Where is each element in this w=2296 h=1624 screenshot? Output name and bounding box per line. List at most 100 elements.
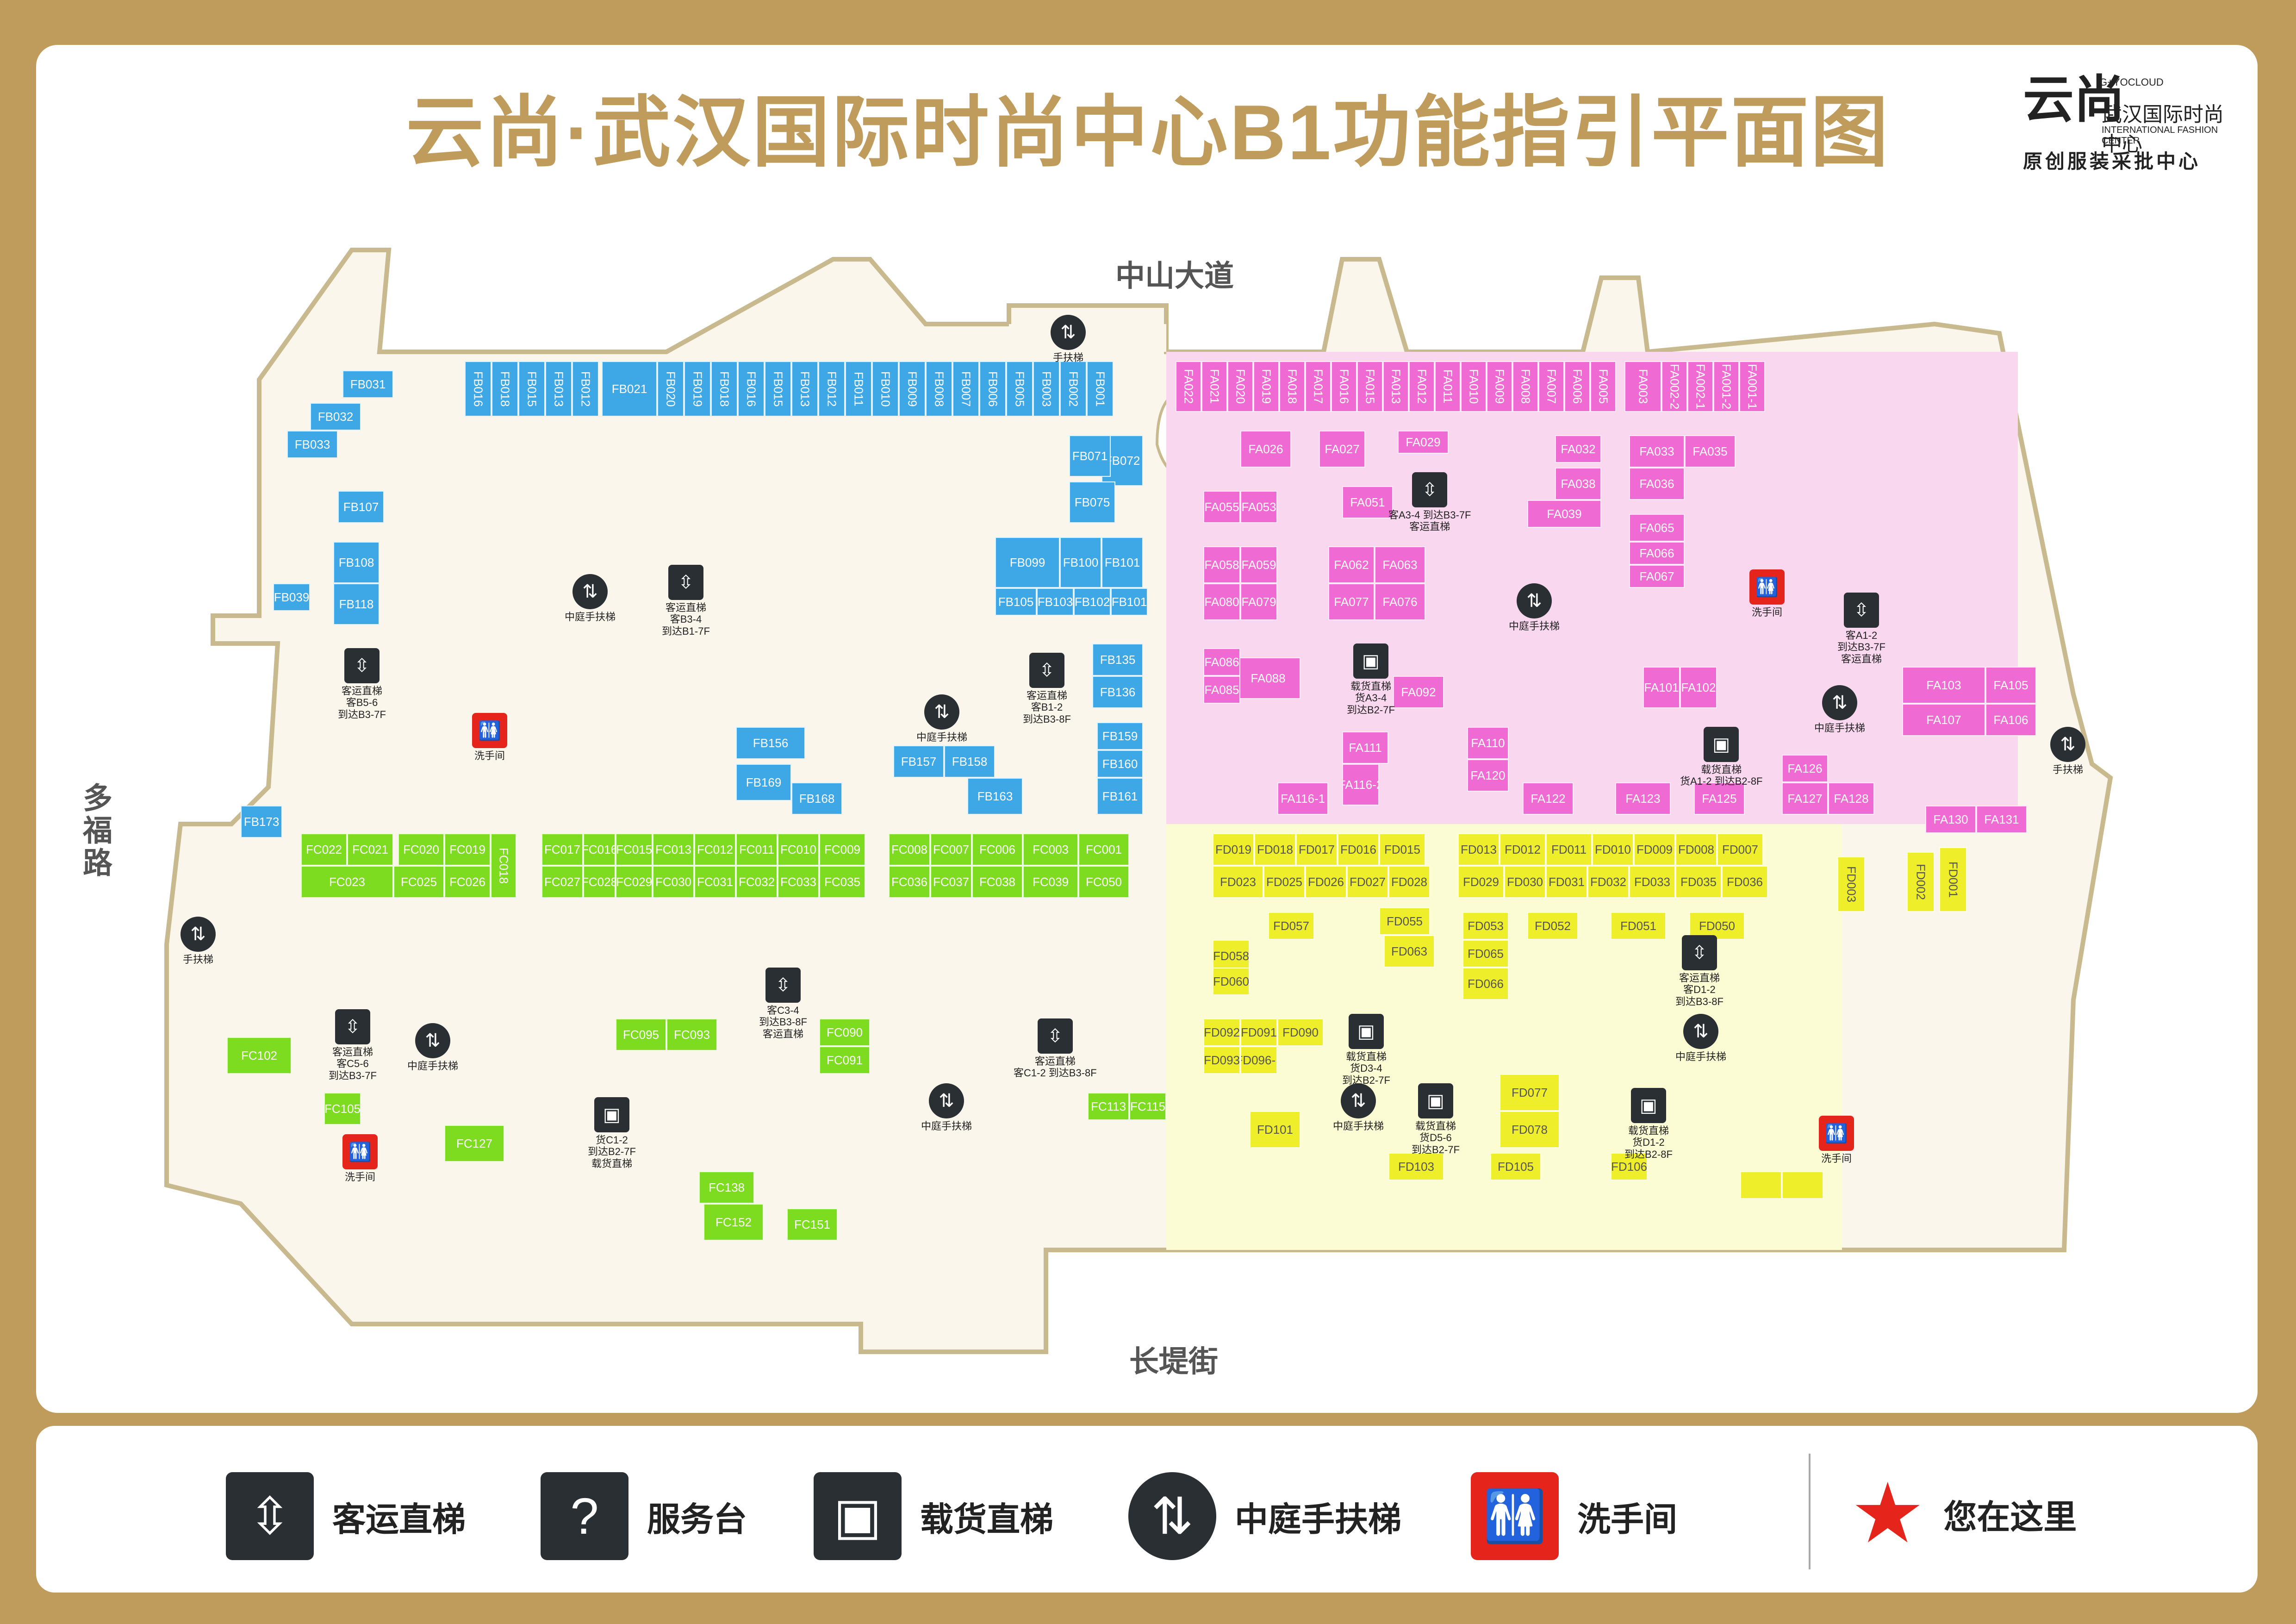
shop-fb010[interactable]: FB010 xyxy=(872,361,899,417)
shop-fb157[interactable]: FB158 xyxy=(944,745,995,778)
shop-fa003[interactable]: FA003 xyxy=(1624,361,1661,412)
shop-fd063[interactable]: FD063 xyxy=(1384,935,1435,968)
shop-fc021[interactable]: FC022 xyxy=(301,833,347,866)
shop-fb008[interactable]: FB008 xyxy=(926,361,952,417)
shop-fa035[interactable]: FA035 xyxy=(1685,435,1736,468)
shop-fc039[interactable]: FC039 xyxy=(1023,866,1078,898)
shop-fa101[interactable]: FA102 xyxy=(1680,667,1717,708)
shop-fb013[interactable]: FB012 xyxy=(572,361,599,417)
shop-fb162[interactable]: FB163 xyxy=(967,778,1023,815)
shop-fa086[interactable]: FA088 xyxy=(1236,657,1300,699)
shop-fa037[interactable]: FA038 xyxy=(1555,468,1601,500)
atrium-escalator-2[interactable]: ⇅ 中庭手扶梯 xyxy=(916,694,967,743)
shop-fb007[interactable]: FB007 xyxy=(952,361,979,417)
shop-fc006[interactable]: FC007 xyxy=(930,833,972,866)
shop-fb003[interactable]: FB003 xyxy=(1033,361,1060,417)
shop-fc095[interactable]: FC095 xyxy=(616,1018,666,1051)
shop-fa006[interactable]: FA006 xyxy=(1564,361,1590,412)
shop-fb009[interactable]: FB009 xyxy=(899,361,926,417)
shop-fb167[interactable]: FB168 xyxy=(791,782,842,815)
shop-fb015[interactable]: FB013 xyxy=(545,361,572,417)
shop-fd078[interactable]: FD092 xyxy=(1203,1018,1240,1046)
shop-fa010[interactable]: FA010 xyxy=(1461,361,1487,412)
shop-fc125[interactable]: FC127 xyxy=(444,1125,504,1162)
toilet-fd[interactable]: 🚻 洗手间 xyxy=(1819,1116,1854,1164)
shop-fc017[interactable]: FC018 xyxy=(491,833,516,898)
shop-fa132[interactable]: FA131 xyxy=(1976,806,2027,833)
shop-fd100[interactable]: FD103 xyxy=(1388,1153,1444,1181)
shop-fb038[interactable]: FB039 xyxy=(273,583,310,611)
escalator-east[interactable]: ⇅ 手扶梯 xyxy=(2050,727,2085,775)
shop-fc032[interactable]: FC032 xyxy=(736,866,778,898)
shop-fd033[interactable]: FD033 xyxy=(1629,866,1675,898)
shop-fa100[interactable]: FA101 xyxy=(1643,667,1680,708)
shop-fa058[interactable]: FA058 xyxy=(1203,546,1240,583)
shop-fc026[interactable]: FC026 xyxy=(444,866,491,898)
shop-fb153[interactable]: FB156 xyxy=(736,727,805,759)
shop-fd052[interactable]: FD052 xyxy=(1527,912,1578,940)
shop-fc003[interactable]: FC003 xyxy=(1023,833,1078,866)
shop-fc028[interactable]: FC028 xyxy=(583,866,616,898)
atrium-escalator-4[interactable]: ⇅ 中庭手扶梯 xyxy=(1814,685,1865,734)
shop-fb089[interactable]: FB107 xyxy=(338,491,384,523)
shop-fd072-5[interactable]: FD077 xyxy=(1500,1074,1560,1111)
shop-fb019[interactable]: FB016 xyxy=(465,361,492,417)
shop-fb118[interactable]: FB118 xyxy=(333,583,380,625)
shop-fb103[interactable]: FB102 xyxy=(1074,588,1111,616)
shop-fa106[interactable]: FA107 xyxy=(1902,704,1985,736)
shop-fd036[interactable]: FD036 xyxy=(1722,866,1768,898)
shop-fa036[interactable]: FA036 xyxy=(1629,468,1685,500)
shop-fd106[interactable] xyxy=(1782,1171,1823,1199)
shop-fb012[interactable]: FB012 xyxy=(818,361,845,417)
shop-fa053[interactable]: FA053 xyxy=(1240,491,1277,523)
shop-fd060[interactable]: FD060 xyxy=(1213,968,1250,995)
shop-fc005[interactable]: FC006 xyxy=(972,833,1023,866)
shop-fa009[interactable]: FA009 xyxy=(1487,361,1512,412)
shop-fa026[interactable]: FA026 xyxy=(1240,431,1291,468)
shop-fa125[interactable]: FA123 xyxy=(1615,782,1671,815)
shop-fd027[interactable]: FD027 xyxy=(1347,866,1388,898)
shop-fb015b[interactable]: FB015 xyxy=(765,361,791,417)
shop-fd053[interactable]: FD053 xyxy=(1462,912,1509,940)
shop-fa013[interactable]: FA013 xyxy=(1383,361,1409,412)
shop-fb100[interactable]: FB100 xyxy=(1060,537,1101,588)
shop-fa005[interactable]: FA005 xyxy=(1590,361,1616,412)
shop-fa029[interactable]: FA029 xyxy=(1398,431,1449,454)
shop-fb105[interactable]: FB103 xyxy=(1037,588,1074,616)
shop-fc016[interactable]: FC017 xyxy=(541,833,583,866)
atrium-escalator-5[interactable]: ⇅ 中庭手扶梯 xyxy=(407,1023,458,1072)
shop-fd001[interactable]: FD001 xyxy=(1939,847,1967,912)
shop-fb132[interactable]: FB135 xyxy=(1092,643,1143,676)
shop-fa007[interactable]: FA007 xyxy=(1538,361,1564,412)
shop-fb075[interactable]: FB075 xyxy=(1069,481,1115,523)
shop-fa038[interactable]: FA039 xyxy=(1527,500,1601,528)
shop-fc025[interactable]: FC025 xyxy=(393,866,444,898)
shop-fa012[interactable]: FA012 xyxy=(1409,361,1435,412)
shop-fb099[interactable]: FB099 xyxy=(995,537,1060,588)
shop-fd016[interactable]: FD016 xyxy=(1338,833,1379,866)
shop-fd003[interactable]: FD003 xyxy=(1837,856,1865,912)
shop-fa118[interactable]: FA116-2 xyxy=(1342,764,1379,806)
shop-fd015[interactable]: FD015 xyxy=(1379,833,1425,866)
shop-fa022[interactable]: FA022 xyxy=(1176,361,1201,412)
shop-fd030[interactable]: FD030 xyxy=(1504,866,1546,898)
shop-fa076[interactable]: FA077 xyxy=(1328,583,1375,620)
shop-fa102[interactable]: FA103 xyxy=(1902,667,1985,704)
shop-fa103[interactable]: FA105 xyxy=(1985,667,2036,704)
shop-fc035[interactable]: FC035 xyxy=(819,866,865,898)
shop-fb168[interactable]: FB169 xyxy=(736,764,791,801)
shop-fd080[interactable]: FD093 xyxy=(1203,1046,1240,1074)
shop-fb006[interactable]: FB006 xyxy=(979,361,1006,417)
shop-fa011[interactable]: FA011 xyxy=(1435,361,1461,412)
toilet-fa[interactable]: 🚻 洗手间 xyxy=(1749,569,1785,618)
shop-fd105[interactable] xyxy=(1740,1171,1782,1199)
shop-fb016b[interactable]: FB016 xyxy=(738,361,765,417)
shop-fb158[interactable]: FB159 xyxy=(1097,722,1143,750)
shop-fc018[interactable]: FC019 xyxy=(444,833,491,866)
shop-fa126[interactable]: FA125 xyxy=(1694,782,1745,815)
